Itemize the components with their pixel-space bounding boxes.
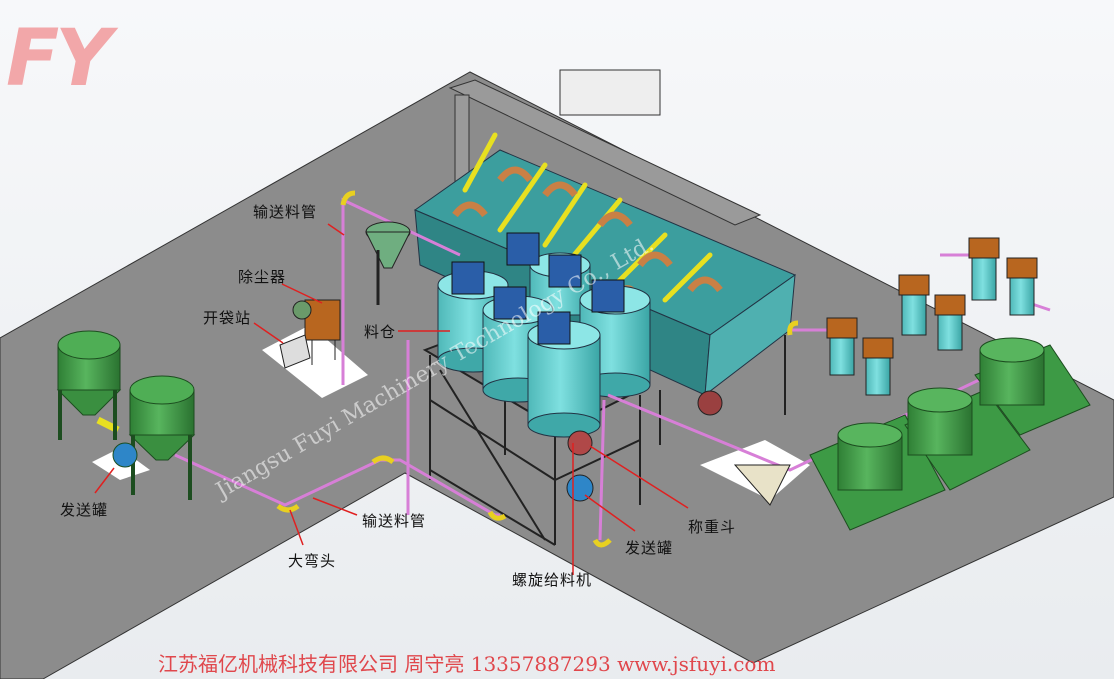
arrow [589, 445, 689, 509]
arrow [281, 283, 323, 304]
label-sending-tank-right: 发送罐 [625, 539, 674, 557]
weighing-hopper [567, 430, 593, 456]
right-packing-section [809, 337, 1091, 531]
cyclone-hopper [365, 221, 411, 305]
arrow [584, 494, 636, 532]
label-bag-dump-station: 开袋站 [203, 309, 252, 327]
label-silo: 料仓 [364, 323, 397, 341]
pipe-elbows [276, 190, 799, 548]
arrow [253, 322, 284, 344]
left-sending-tank [112, 442, 138, 468]
receiving-hopper [733, 464, 791, 506]
arrow [289, 509, 304, 546]
label-dust-collector: 除尘器 [238, 268, 287, 286]
arrow [327, 223, 345, 236]
yellow-feed-pipes [462, 132, 713, 303]
website: www.jsfuyi.com [617, 652, 776, 676]
gantry-frame [448, 69, 762, 226]
dust-collector [292, 299, 341, 365]
company-name: 江苏福亿机械科技有限公司 [158, 652, 398, 676]
footer-contact: 江苏福亿机械科技有限公司 周守亮 13357887293 www.jsfuyi.… [158, 648, 775, 677]
weighing-hopper-2 [697, 390, 723, 416]
label-conveying-pipe-top: 输送料管 [253, 203, 318, 221]
callout-arrows [94, 223, 689, 575]
silo-filters [451, 232, 625, 345]
label-large-elbow: 大弯头 [288, 552, 337, 570]
phone-number: 13357887293 [470, 652, 611, 676]
contact-name: 周守亮 [404, 652, 465, 676]
arrow [94, 467, 115, 494]
bag-dump-station [279, 334, 311, 369]
label-weighing-hopper: 称重斗 [688, 518, 737, 536]
silo-group [437, 252, 651, 438]
company-logo: FY [6, 14, 112, 104]
small-hoppers [826, 237, 1038, 396]
left-green-silos [56, 330, 196, 500]
label-conveying-pipe-bottom: 输送料管 [362, 512, 427, 530]
label-screw-feeder: 螺旋给料机 [512, 571, 593, 589]
arrow [312, 497, 358, 516]
label-sending-tank-left: 发送罐 [60, 501, 109, 519]
